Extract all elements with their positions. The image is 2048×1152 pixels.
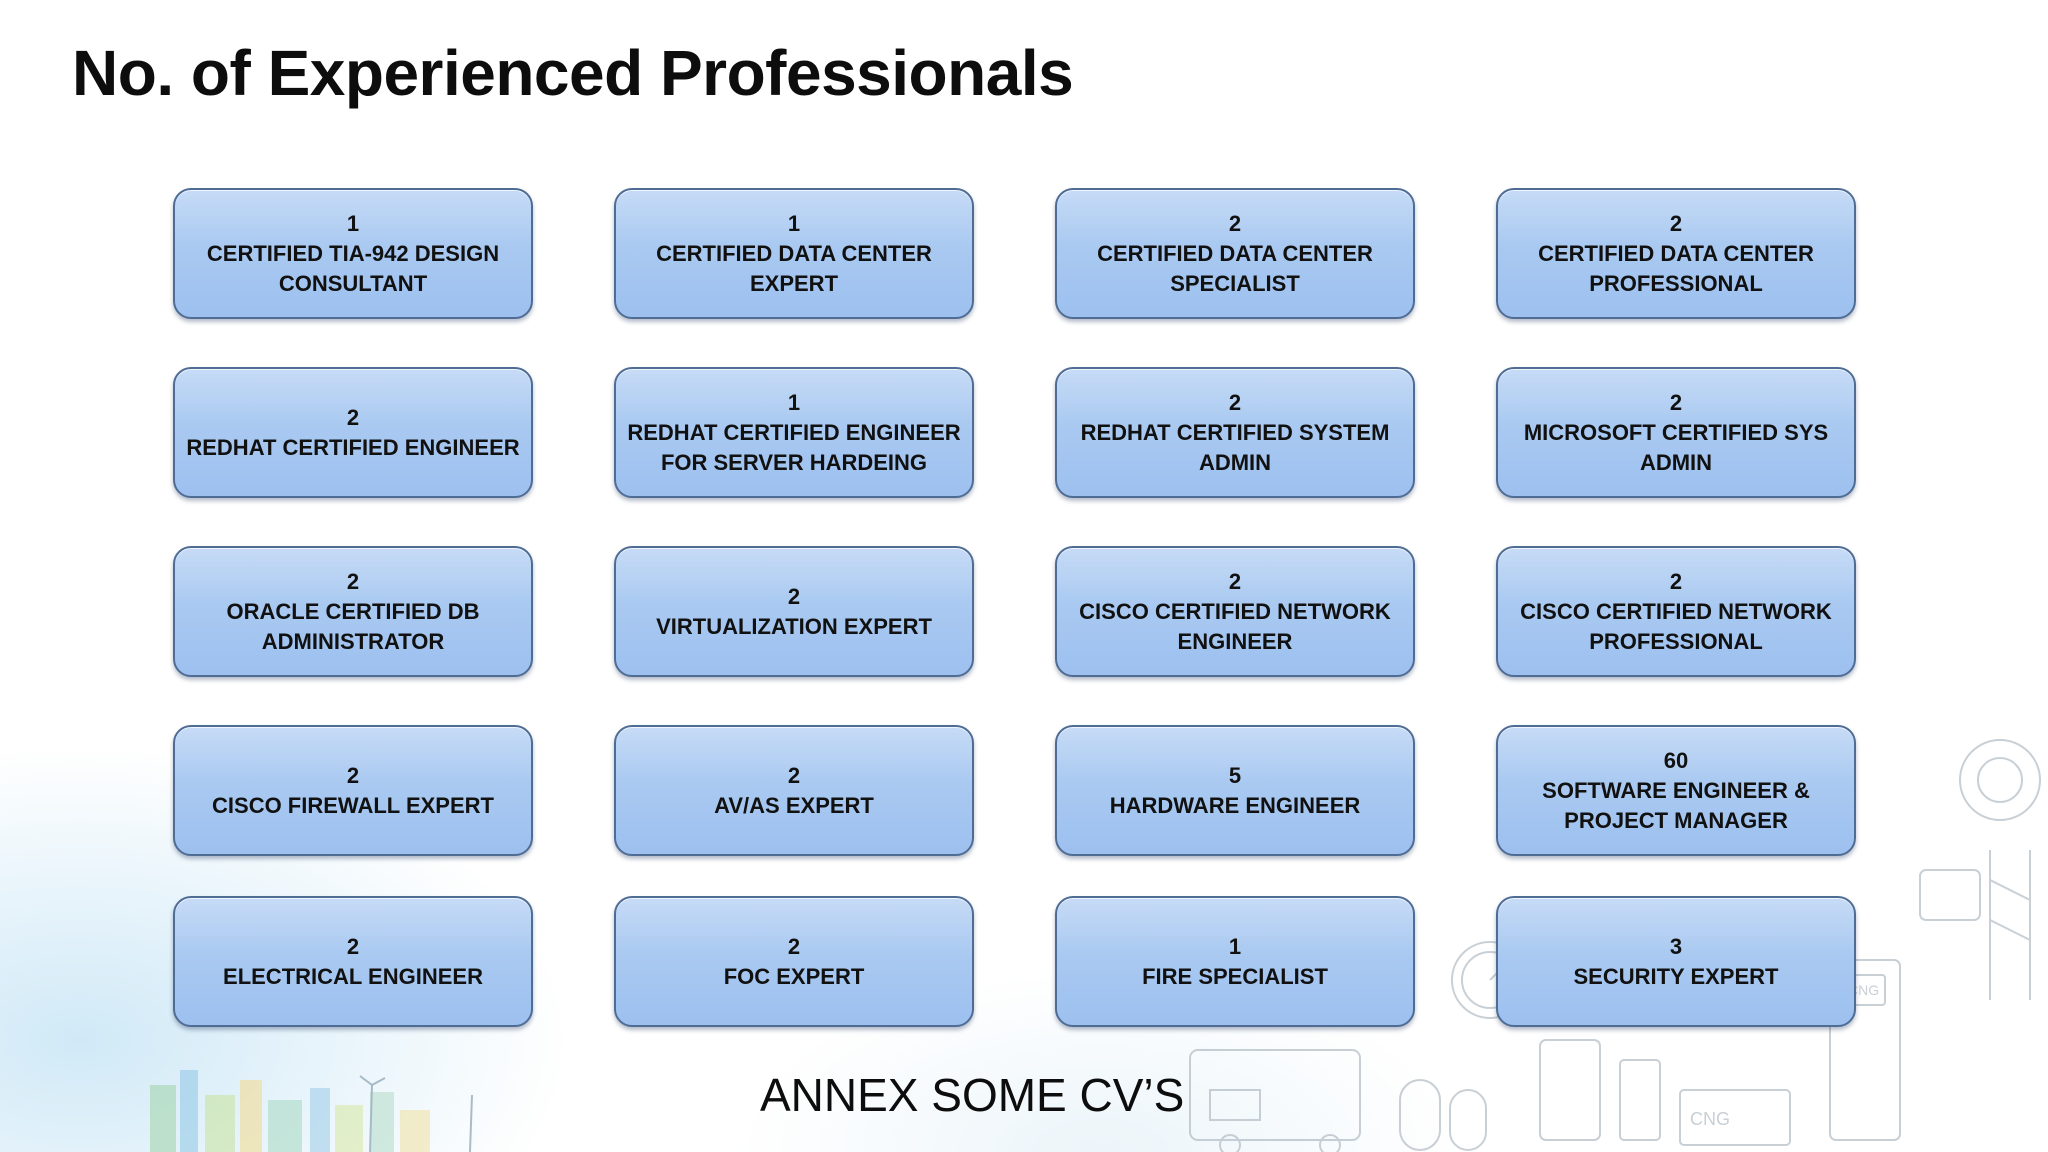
professional-role: CERTIFIED TIA-942 DESIGN CONSULTANT <box>206 240 500 296</box>
professional-role: HARDWARE ENGINEER <box>1109 792 1361 818</box>
professional-role: REDHAT CERTIFIED ENGINEER <box>186 434 520 460</box>
professional-count: 2 <box>1228 389 1242 415</box>
professional-count: 1 <box>787 389 801 415</box>
professional-role: CISCO CERTIFIED NETWORK PROFESSIONAL <box>1520 598 1832 654</box>
svg-text:CNG: CNG <box>1690 1109 1730 1129</box>
page-title: No. of Experienced Professionals <box>72 37 1074 109</box>
professional-count: 2 <box>787 933 801 959</box>
professional-count: 2 <box>1669 389 1683 415</box>
professional-role: CERTIFIED DATA CENTER EXPERT <box>656 240 932 296</box>
professional-count: 5 <box>1228 762 1242 788</box>
professional-role: FIRE SPECIALIST <box>1142 963 1328 989</box>
professional-count: 2 <box>787 762 801 788</box>
professional-role: CISCO CERTIFIED NETWORK ENGINEER <box>1079 598 1391 654</box>
professional-count: 2 <box>787 583 801 609</box>
professional-role: VIRTUALIZATION EXPERT <box>656 613 932 639</box>
professional-count: 2 <box>1669 210 1683 236</box>
professional-count: 2 <box>346 762 360 788</box>
professional-count: 60 <box>1663 747 1689 773</box>
professional-count: 2 <box>1669 568 1683 594</box>
professional-count: 1 <box>787 210 801 236</box>
professional-role: CISCO FIREWALL EXPERT <box>212 792 494 818</box>
city-skyline <box>150 1070 473 1152</box>
professional-role: MICROSOFT CERTIFIED SYS ADMIN <box>1523 419 1829 475</box>
professional-count: 1 <box>346 210 360 236</box>
professional-role: ELECTRICAL ENGINEER <box>223 963 483 989</box>
professional-role: SECURITY EXPERT <box>1573 963 1779 989</box>
annex-cvs-link[interactable]: ANNEX SOME CV’S <box>760 1069 1185 1121</box>
professional-role: FOC EXPERT <box>723 963 865 989</box>
professional-role: CERTIFIED DATA CENTER SPECIALIST <box>1097 240 1373 296</box>
professional-count: 2 <box>346 933 360 959</box>
professional-count: 3 <box>1669 933 1683 959</box>
professional-count: 2 <box>1228 210 1242 236</box>
professional-role: ORACLE CERTIFIED DB ADMINISTRATOR <box>226 598 480 654</box>
professional-role: REDHAT CERTIFIED SYSTEM ADMIN <box>1080 419 1390 475</box>
professional-role: REDHAT CERTIFIED ENGINEER FOR SERVER HAR… <box>627 419 961 475</box>
professional-role: CERTIFIED DATA CENTER PROFESSIONAL <box>1538 240 1814 296</box>
professional-count: 2 <box>346 568 360 594</box>
professional-role: AV/AS EXPERT <box>714 792 874 818</box>
professional-count: 1 <box>1228 933 1242 959</box>
professional-count: 2 <box>346 404 360 430</box>
professional-role: SOFTWARE ENGINEER & PROJECT MANAGER <box>1542 777 1810 833</box>
professional-count: 2 <box>1228 568 1242 594</box>
